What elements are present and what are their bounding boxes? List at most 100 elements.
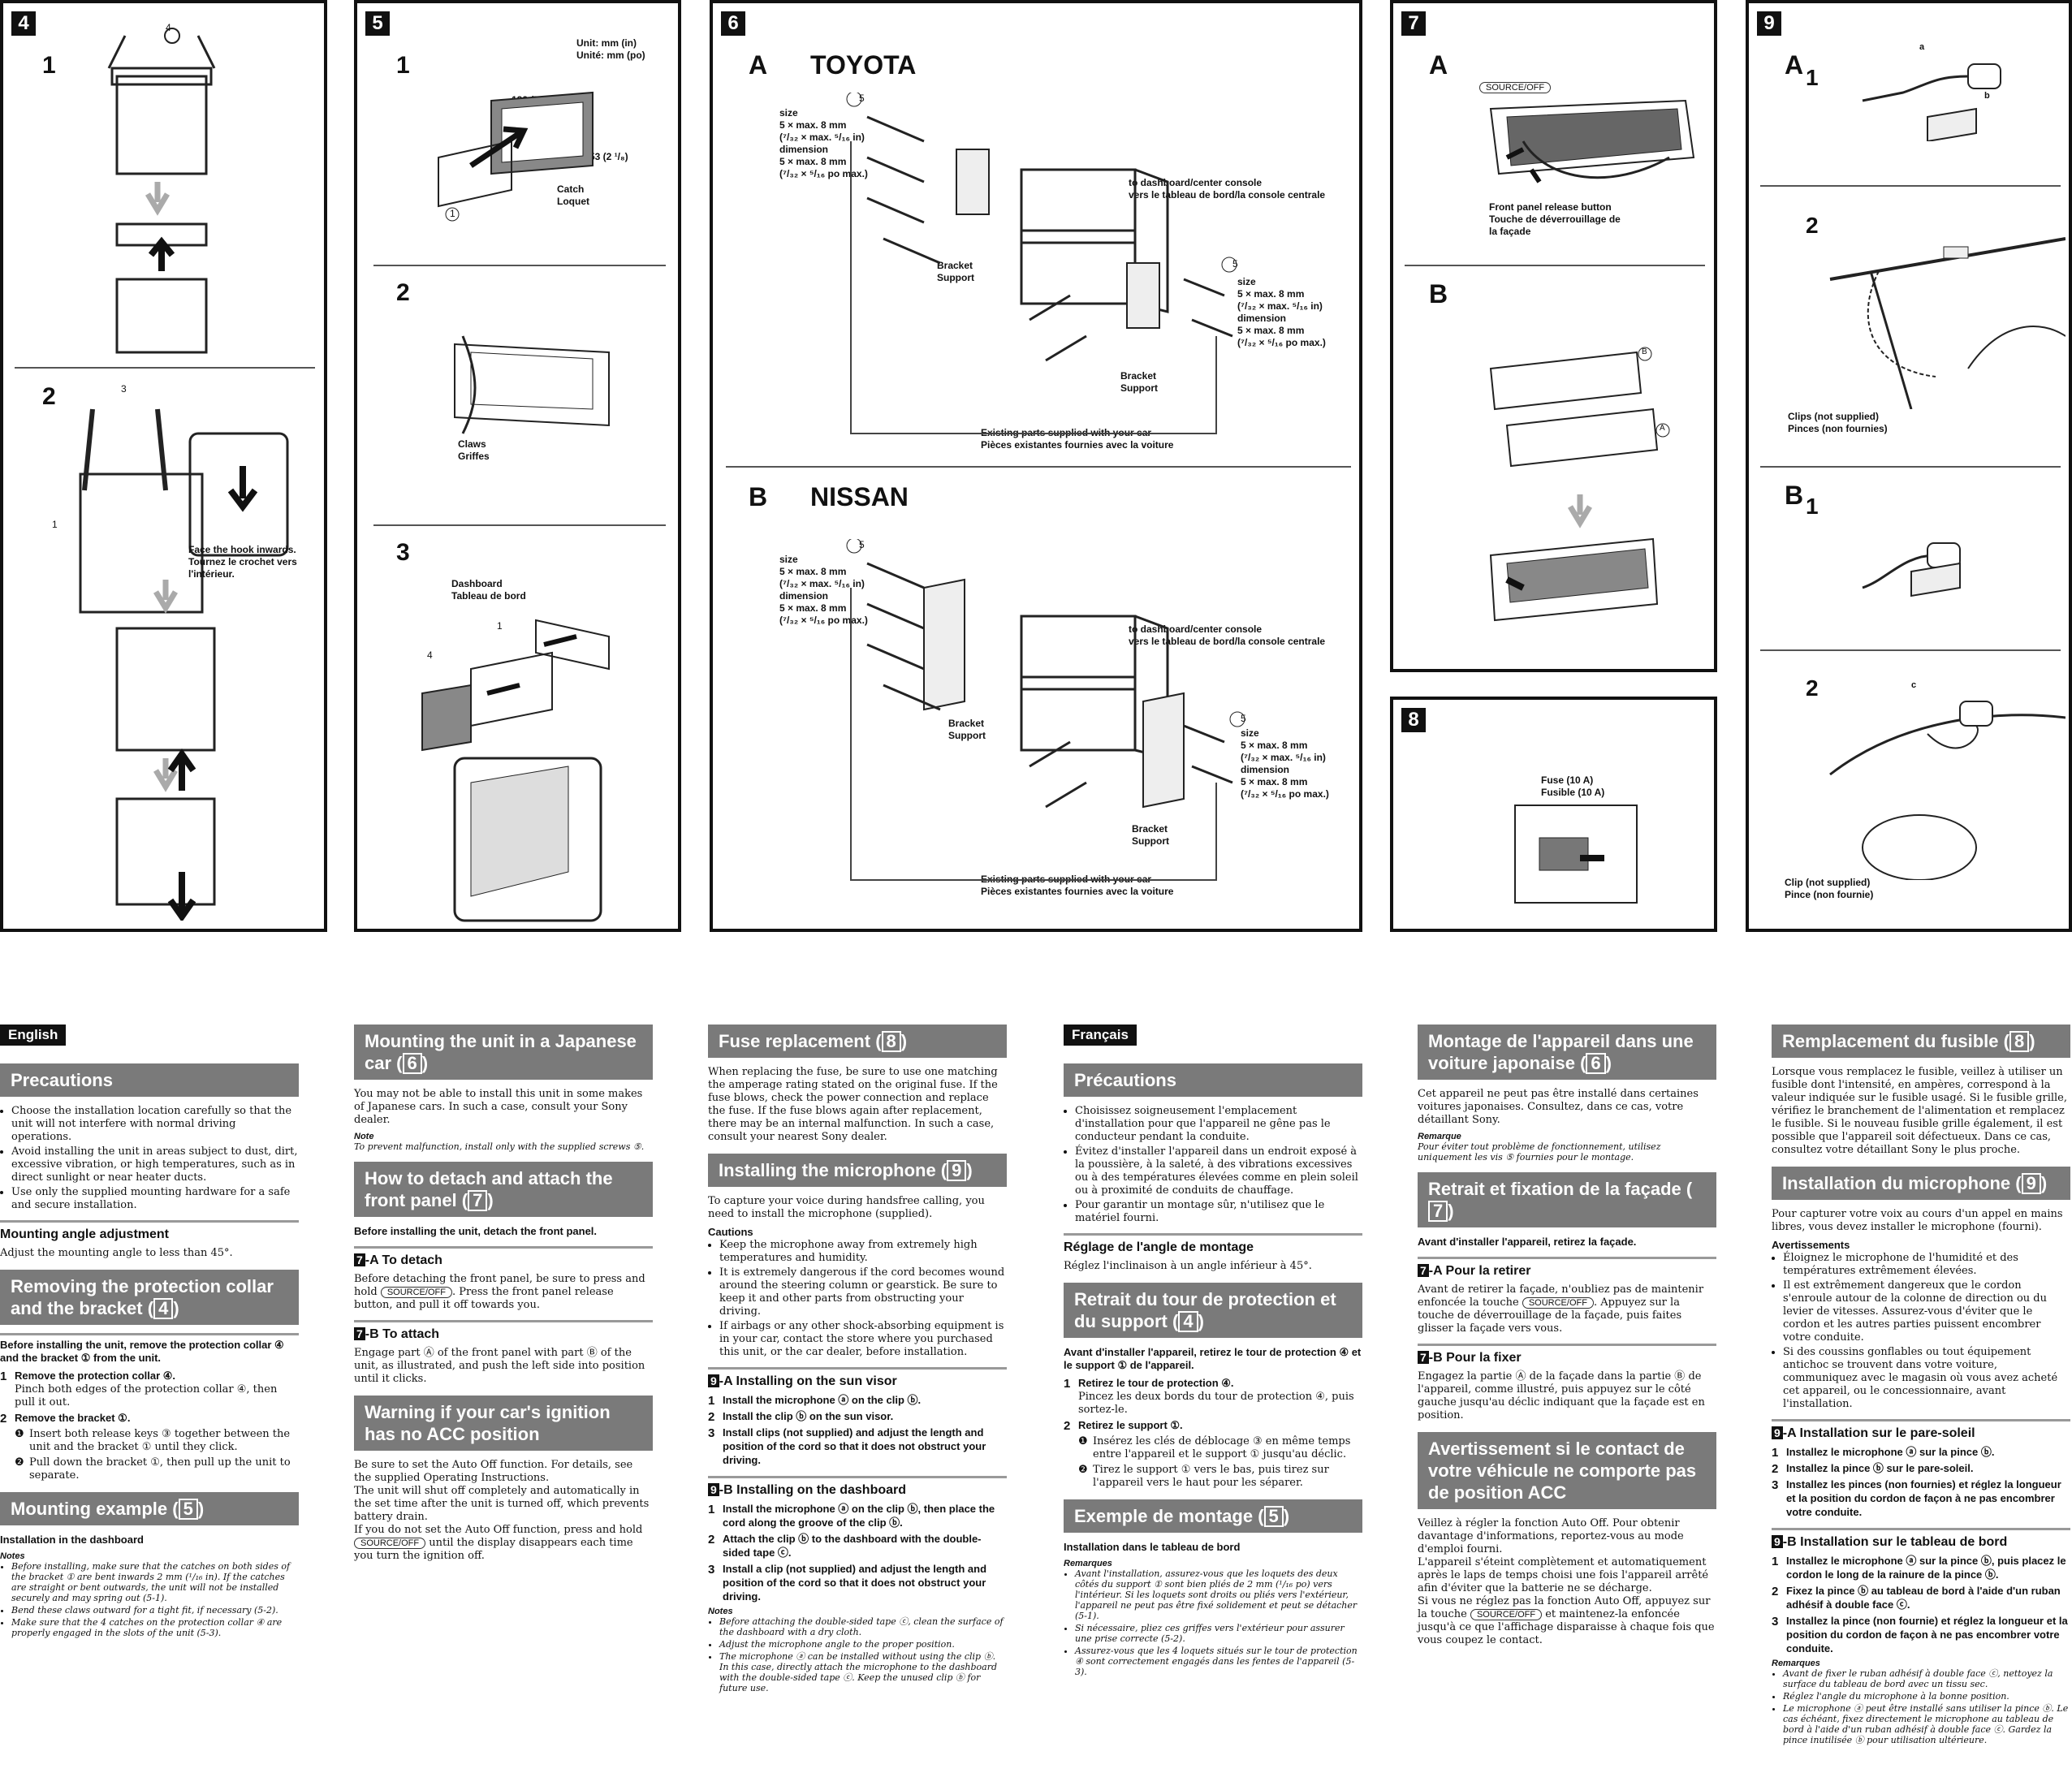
- claws-illustration: [454, 335, 610, 434]
- section-b-letter: B: [749, 482, 768, 511]
- section-heading: Avertissement si le contact de votre véh…: [1418, 1432, 1716, 1509]
- notes-heading: Notes: [0, 1551, 25, 1561]
- note-heading: Note: [354, 1132, 374, 1141]
- fr-column-3: Remplacement du fusible (8) Lorsque vous…: [1772, 1025, 2070, 1750]
- paragraph: If you do not set the Auto Off function,…: [354, 1524, 643, 1562]
- subsection-heading: 7-A To detach: [354, 1246, 653, 1268]
- panel-number: 8: [1401, 708, 1426, 732]
- dashboard-mount-illustration: [421, 619, 610, 922]
- callout-5: 5: [1232, 258, 1238, 270]
- unit-label: Unit: mm (in) Unité: mm (po): [576, 37, 645, 61]
- subsection-heading: Installation in the dashboard: [0, 1534, 144, 1546]
- notes-heading: Remarques: [1772, 1659, 1820, 1668]
- callout-5: 5: [1241, 713, 1246, 724]
- panel-8: 8 Fuse (10 A) Fusible (10 A): [1390, 697, 1717, 932]
- note-item: Assurez-vous que les 4 loquets situés su…: [1075, 1646, 1362, 1677]
- list-item: If airbags or any other shock-absorbing …: [719, 1320, 1007, 1359]
- subsection-heading: 7-A Pour la retirer: [1418, 1257, 1716, 1279]
- callout-4: 4: [427, 649, 433, 661]
- note-item: Avant de fixer le ruban adhésif à double…: [1783, 1668, 2070, 1689]
- cautions-heading: Cautions: [708, 1226, 753, 1238]
- list-item: Si des coussins gonflables ou tout équip…: [1783, 1346, 2070, 1411]
- section-a-letter: A: [1429, 50, 1448, 80]
- note-item: Make sure that the 4 catches on the prot…: [11, 1617, 299, 1638]
- note-item: Avant l'installation, assurez-vous que l…: [1075, 1568, 1362, 1621]
- paragraph: You may not be able to install this unit…: [354, 1088, 643, 1126]
- callout-1: 1: [450, 208, 455, 219]
- step-number: 2: [396, 279, 410, 306]
- note-item: The microphone ⓐ can be installed withou…: [719, 1651, 1007, 1693]
- screw-size: size 5 × max. 8 mm (⁷/₃₂ × max. ⁵/₁₆ in)…: [779, 554, 868, 626]
- divider: [1760, 466, 2061, 468]
- section-b-letter: B: [1429, 279, 1448, 308]
- sun-visor-illustration: [1829, 237, 2066, 409]
- fr-column-1: Français Précautions Choisissez soigneus…: [1064, 1025, 1362, 1682]
- list-item: Évitez d'installer l'appareil dans un en…: [1075, 1145, 1362, 1197]
- release-button-label: Front panel release button Touche de dév…: [1489, 201, 1621, 237]
- callout-5: 5: [859, 539, 865, 550]
- callout-a: A: [1660, 424, 1665, 433]
- panel-number: 4: [11, 11, 36, 36]
- paragraph: Avant d'installer l'appareil, retirez le…: [1064, 1346, 1362, 1371]
- paragraph: Before detaching the front panel, be sur…: [354, 1273, 645, 1311]
- collar-removal-illustration: [107, 28, 216, 354]
- note-item: Si nécessaire, pliez ces griffes vers l'…: [1075, 1623, 1362, 1644]
- note-item: Réglez l'angle du microphone à la bonne …: [1783, 1691, 2070, 1702]
- section-heading: Warning if your car's ignition has no AC…: [354, 1396, 653, 1451]
- subsection-heading: Réglage de l'angle de montage: [1064, 1233, 1362, 1255]
- callout-1: 1: [52, 519, 58, 530]
- step-number: 1: [42, 52, 56, 79]
- note-item: Bend these claws outward for a tight fit…: [11, 1605, 299, 1616]
- clip-label: Clip (not supplied) Pince (non fournie): [1785, 877, 1874, 900]
- divider: [15, 367, 315, 369]
- paragraph: When replacing the fuse, be sure to use …: [708, 1066, 998, 1143]
- nissan-title: NISSAN: [810, 482, 909, 511]
- claws-label: Claws Griffes: [458, 438, 490, 462]
- divider: [1760, 185, 2061, 187]
- paragraph: Engage part Ⓐ of the front panel with pa…: [354, 1347, 645, 1385]
- section-heading: Removing the protection collar and the b…: [0, 1270, 299, 1325]
- screw-size: size 5 × max. 8 mm (⁷/₃₂ × max. ⁵/₁₆ in)…: [1241, 727, 1329, 800]
- source-off-label: SOURCE/OFF: [1479, 81, 1552, 93]
- toyota-title: TOYOTA: [810, 50, 917, 80]
- callout-b: B: [1642, 347, 1647, 356]
- note: Pour éviter tout problème de fonctionnem…: [1418, 1141, 1661, 1163]
- en-column-2: Mounting the unit in a Japanese car (6) …: [354, 1025, 653, 1568]
- panel-5: 5 1 2 3 Unit: mm (in) Unité: mm (po) 182…: [354, 0, 681, 932]
- dashboard-label: Dashboard Tableau de bord: [451, 578, 526, 602]
- callout-a: a: [1919, 42, 1925, 52]
- list-item: It is extremely dangerous if the cord be…: [719, 1266, 1007, 1318]
- nissan-mount-diagram: [846, 539, 1245, 881]
- note-item: Adjust the microphone angle to the prope…: [719, 1639, 1007, 1650]
- panel-number: 9: [1757, 11, 1781, 36]
- divider: [373, 265, 666, 266]
- subsection-heading: 9-B Installing on the dashboard: [708, 1476, 1007, 1498]
- section-heading: Précautions: [1064, 1063, 1362, 1097]
- section-heading: Installation du microphone (9): [1772, 1167, 2070, 1200]
- callout-1: 1: [497, 620, 503, 632]
- bracket-label: Bracket Support: [937, 260, 974, 283]
- fr-column-2: Montage de l'appareil dans une voiture j…: [1418, 1025, 1716, 1652]
- panel-6: 6 A TOYOTA B NISSAN size 5 × max. 8 mm (…: [710, 0, 1362, 932]
- section-heading: Precautions: [0, 1063, 299, 1097]
- mic-dash-clip-illustration: [1862, 542, 1961, 597]
- step-number: 1: [396, 52, 410, 79]
- catch-label: Catch Loquet: [557, 183, 589, 207]
- hook-caption: Face the hook inwards. Tournez le croche…: [188, 544, 297, 580]
- step-number: 1: [1806, 494, 1819, 519]
- subsection-heading: 9-A Installing on the sun visor: [708, 1367, 1007, 1389]
- en-column-1: English Precautions Choose the installat…: [0, 1025, 299, 1643]
- fuse-label: Fuse (10 A) Fusible (10 A): [1541, 774, 1605, 798]
- en-column-3: Fuse replacement (8) When replacing the …: [708, 1025, 1007, 1698]
- notes-heading: Remarques: [1064, 1559, 1112, 1568]
- list-item: Éloignez le microphone de l'humidité et …: [1783, 1252, 2070, 1278]
- cautions-heading: Avertissements: [1772, 1239, 1850, 1251]
